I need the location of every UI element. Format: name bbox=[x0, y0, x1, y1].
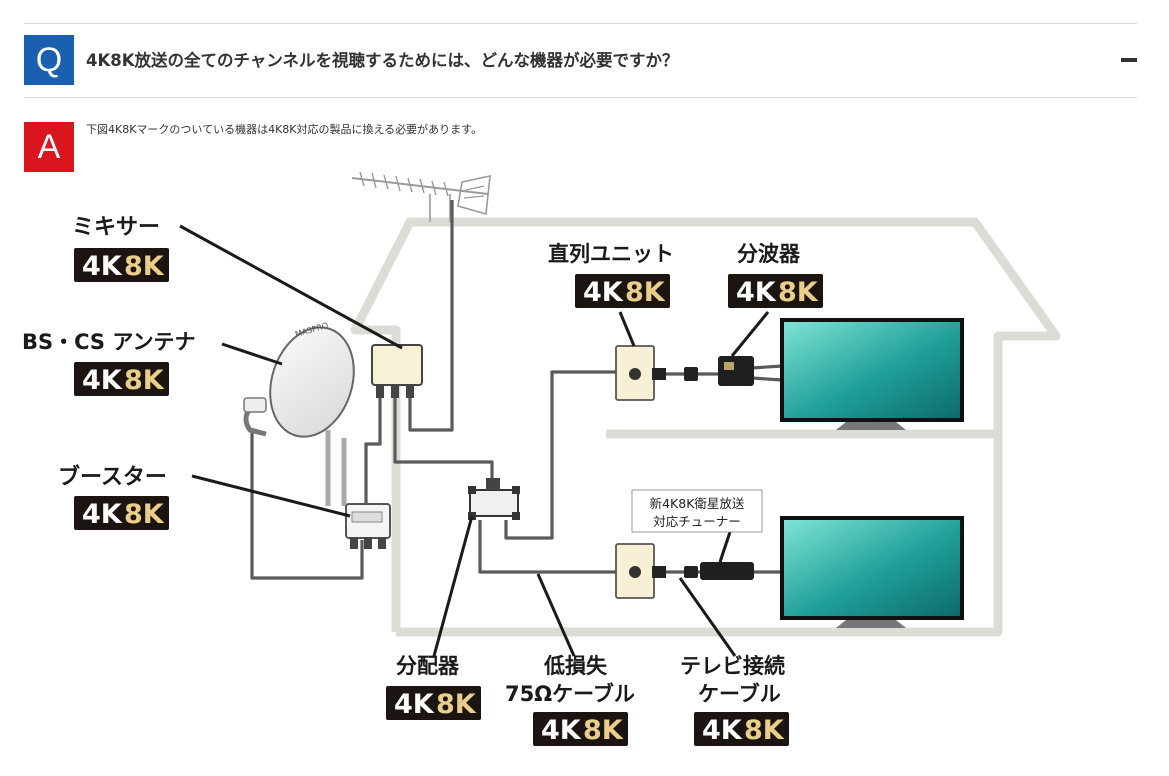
badge-4k: 4K bbox=[82, 251, 123, 282]
badge-4k8k-booster: 4K 8K bbox=[74, 496, 169, 530]
badge-8k: 8K bbox=[744, 715, 785, 746]
satellite-dish-icon: MASPRO bbox=[243, 321, 355, 506]
badge-4k: 4K bbox=[394, 689, 435, 720]
badge-8k: 8K bbox=[625, 277, 666, 308]
question-divider bbox=[24, 97, 1137, 98]
badge-4k8k-cable: 4K 8K bbox=[533, 712, 628, 746]
question-text[interactable]: 4K8K放送の全てのチャンネルを視聴するためには、どんな機器が必要ですか？ bbox=[86, 51, 679, 70]
badge-4k: 4K bbox=[82, 499, 123, 530]
tuner-device-icon bbox=[684, 562, 754, 580]
house-outline bbox=[350, 217, 1061, 637]
question-mark-badge: Q bbox=[24, 35, 74, 85]
badge-4k8k-separator: 4K 8K bbox=[728, 274, 823, 308]
top-divider bbox=[24, 23, 1137, 24]
answer-text: 下図4K8Kマークのついている機器は4K8K対応の製品に換える必要があります。 bbox=[86, 123, 483, 136]
tuner-label-line2: 対応チューナー bbox=[653, 514, 741, 529]
badge-8k: 8K bbox=[778, 277, 819, 308]
mixer-device-icon bbox=[371, 344, 423, 398]
separator-label: 分波器 bbox=[737, 242, 801, 266]
badge-8k: 8K bbox=[124, 251, 165, 282]
cable-label-line1: 低損失 bbox=[543, 654, 608, 678]
booster-label: ブースター bbox=[58, 464, 167, 490]
splitter-device-icon bbox=[468, 478, 520, 520]
badge-8k: 8K bbox=[124, 365, 165, 396]
badge-4k8k-series-unit: 4K 8K bbox=[575, 274, 670, 308]
badge-4k: 4K bbox=[583, 277, 624, 308]
tv-cable-label-line2: ケーブル bbox=[698, 682, 781, 706]
badge-4k: 4K bbox=[736, 277, 777, 308]
wall-outlet-upper-icon bbox=[615, 345, 666, 401]
tuner-callout: 新4K8K衛星放送 対応チューナー bbox=[631, 489, 763, 533]
tv-lower-icon bbox=[780, 516, 964, 628]
wall-outlet-lower-icon bbox=[615, 543, 666, 599]
badge-4k: 4K bbox=[82, 365, 123, 396]
tv-cable-label-line1: テレビ接続 bbox=[680, 654, 785, 678]
separator-device-icon bbox=[684, 356, 754, 386]
series-unit-label: 直列ユニット bbox=[548, 242, 674, 266]
cable-label-line2: 75Ωケーブル bbox=[505, 682, 635, 706]
uhf-antenna-icon bbox=[351, 171, 491, 222]
badge-4k8k-tv-cable: 4K 8K bbox=[694, 712, 789, 746]
collapse-minus-icon[interactable] bbox=[1121, 58, 1137, 62]
badge-8k: 8K bbox=[583, 715, 624, 746]
badge-4k8k-splitter: 4K 8K bbox=[386, 686, 481, 720]
tuner-label-line1: 新4K8K衛星放送 bbox=[650, 496, 745, 511]
mixer-label: ミキサー bbox=[72, 215, 160, 240]
booster-device-icon bbox=[345, 503, 391, 549]
badge-8k: 8K bbox=[436, 689, 477, 720]
badge-4k8k-antenna: 4K 8K bbox=[74, 362, 169, 396]
badge-4k: 4K bbox=[541, 715, 582, 746]
badge-8k: 8K bbox=[124, 499, 165, 530]
badge-4k: 4K bbox=[702, 715, 743, 746]
antenna-label: BS・CS アンテナ bbox=[22, 330, 196, 354]
leader-lines bbox=[179, 224, 770, 657]
tv-upper-icon bbox=[780, 318, 964, 430]
badge-4k8k-mixer: 4K 8K bbox=[74, 248, 169, 282]
answer-mark-badge: A bbox=[24, 122, 74, 172]
splitter-label: 分配器 bbox=[396, 654, 460, 678]
